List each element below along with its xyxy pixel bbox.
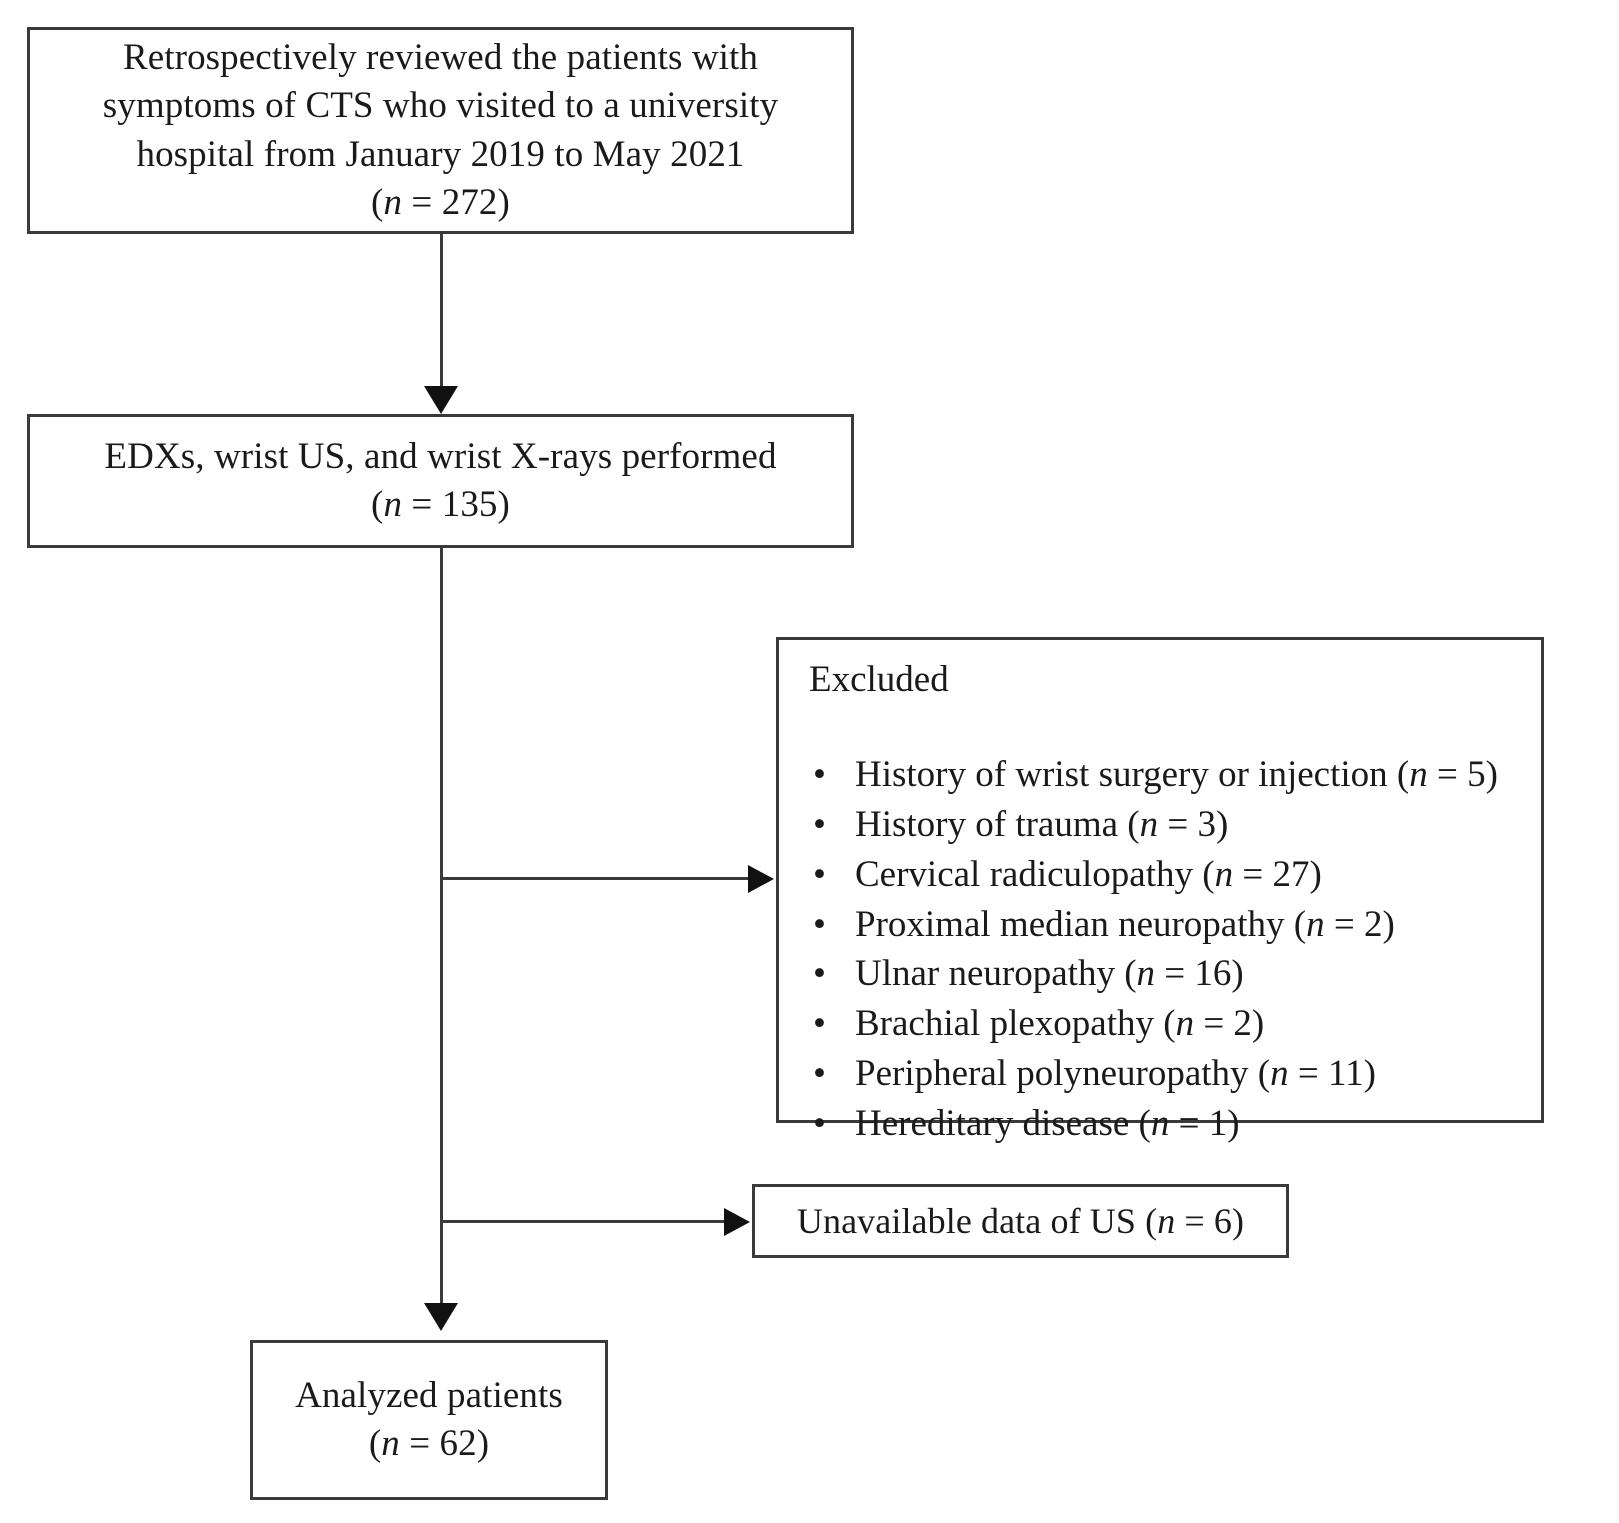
tests-performed-line-1: EDXs, wrist US, and wrist X-rays perform…	[104, 435, 777, 477]
excluded-reason-label: Brachial plexopathy (	[855, 1003, 1176, 1045]
n-symbol: n	[1270, 1052, 1289, 1094]
excluded-reason-count: = 16)	[1155, 953, 1244, 995]
n-symbol: n	[1136, 953, 1156, 995]
tests-performed-box: EDXs, wrist US, and wrist X-rays perform…	[27, 414, 854, 548]
source-cohort-line-1: Retrospectively reviewed the patients wi…	[122, 37, 759, 79]
arrowhead-down-to-analyzed-icon	[424, 1303, 458, 1331]
excluded-reason-label: History of wrist surgery or injection (	[855, 754, 1410, 796]
excluded-reason-count: = 27)	[1233, 853, 1322, 895]
excluded-reason-label: Cervical radiculopathy (	[855, 853, 1215, 895]
n-symbol: n	[1175, 1003, 1195, 1045]
excluded-reason-count: = 3)	[1158, 804, 1229, 846]
excluded-box: Excluded • History of wrist surgery or in…	[776, 637, 1544, 1144]
excluded-reason-count: = 1)	[1169, 1102, 1240, 1144]
excluded-reason-item: • History of wrist surgery or injection (…	[809, 750, 1571, 800]
n-symbol: n	[381, 1423, 400, 1464]
arrowhead-down-to-tests-icon	[424, 386, 458, 414]
excluded-reason-label: Ulnar neuropathy (	[855, 953, 1137, 995]
arrowhead-right-to-unavailable-icon	[724, 1208, 750, 1236]
unavailable-data-box: Unavailable data of US (n = 6)	[752, 1184, 1289, 1258]
excluded-reason-item: • Hereditary disease (n = 1)	[809, 1099, 1571, 1149]
n-symbol: n	[1139, 804, 1159, 846]
source-cohort-line-3: hospital from January 2019 to May 2021	[136, 133, 745, 175]
connector-to-excluded	[443, 877, 754, 880]
excluded-reason-item: • Proximal median neuropathy (n = 2)	[809, 900, 1571, 950]
connector-tests-to-analyzed	[440, 548, 443, 1304]
excluded-reason-count: = 2)	[1324, 903, 1395, 945]
excluded-reason-label: Peripheral polyneuropathy (	[855, 1052, 1271, 1094]
arrowhead-right-to-excluded-icon	[748, 865, 774, 893]
analyzed-patients-line-1: Analyzed patients	[295, 1374, 563, 1416]
excluded-reason-label: Proximal median neuropathy (	[855, 903, 1307, 945]
bullet-icon: •	[813, 804, 826, 846]
n-symbol: n	[1214, 853, 1234, 895]
bullet-icon: •	[813, 1003, 826, 1045]
bullet-icon: •	[813, 953, 826, 995]
bullet-icon: •	[813, 1102, 826, 1144]
excluded-title: Excluded	[809, 659, 949, 700]
connector-to-unavailable	[443, 1220, 730, 1223]
excluded-reason-label: Hereditary disease (	[855, 1102, 1151, 1144]
bullet-icon: •	[813, 754, 826, 796]
tests-performed-count: (n = 135)	[371, 484, 510, 525]
excluded-reason-item: • History of trauma (n = 3)	[809, 800, 1571, 850]
bullet-icon: •	[813, 1052, 826, 1094]
source-cohort-box: Retrospectively reviewed the patients wi…	[27, 27, 854, 234]
n-symbol: n	[1157, 1200, 1176, 1241]
n-symbol: n	[1409, 754, 1428, 796]
analyzed-patients-count: (n = 62)	[368, 1423, 490, 1464]
bullet-icon: •	[813, 903, 826, 945]
excluded-reason-item: • Brachial plexopathy (n = 2)	[809, 999, 1571, 1049]
excluded-reason-item: • Ulnar neuropathy (n = 16)	[809, 949, 1571, 999]
source-cohort-line-2: symptoms of CTS who visited to a univers…	[102, 85, 779, 127]
n-symbol: n	[1306, 903, 1325, 945]
excluded-reason-count: = 2)	[1194, 1003, 1265, 1045]
excluded-reason-count: = 5)	[1427, 754, 1498, 796]
unavailable-data-text: Unavailable data of US (n = 6)	[796, 1200, 1245, 1241]
n-symbol: n	[383, 484, 403, 525]
excluded-reason-item: • Peripheral polyneuropathy (n = 11)	[809, 1049, 1571, 1099]
excluded-reason-label: History of trauma (	[855, 804, 1140, 846]
analyzed-patients-box: Analyzed patients (n = 62)	[250, 1340, 608, 1500]
connector-source-to-tests	[440, 234, 443, 389]
bullet-icon: •	[813, 853, 826, 895]
n-symbol: n	[383, 181, 403, 223]
excluded-reason-count: = 11)	[1288, 1052, 1376, 1094]
source-cohort-count: (n = 272)	[371, 181, 510, 223]
excluded-reason-list: • History of wrist surgery or injection (…	[779, 750, 1571, 1148]
n-symbol: n	[1150, 1102, 1170, 1144]
excluded-reason-item: • Cervical radiculopathy (n = 27)	[809, 850, 1571, 900]
